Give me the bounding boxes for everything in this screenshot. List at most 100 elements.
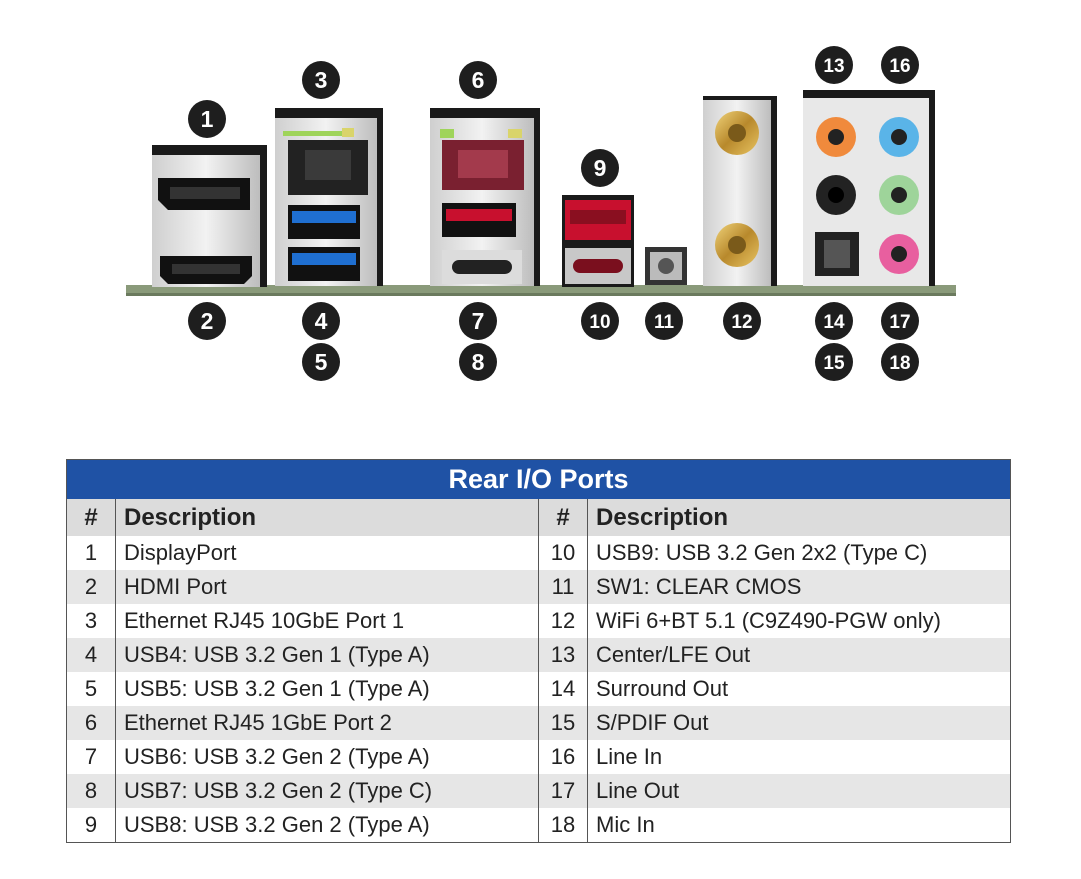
rj45-1gbe-usb-stack: [430, 108, 540, 286]
svg-text:14: 14: [823, 312, 845, 333]
row-description: USB4: USB 3.2 Gen 1 (Type A): [115, 638, 539, 672]
row-number: 8: [66, 774, 116, 808]
callout-13: 13: [815, 46, 853, 84]
callout-5: 5: [302, 343, 340, 381]
usb-c-icon: [442, 250, 522, 284]
callout-12: 12: [723, 302, 761, 340]
row-number: 2: [66, 570, 116, 604]
row-number: 4: [66, 638, 116, 672]
audio-jack-icon: [879, 234, 919, 274]
row-description: HDMI Port: [115, 570, 539, 604]
column-header-description: Description: [587, 499, 1011, 536]
callout-8: 8: [459, 343, 497, 381]
svg-text:17: 17: [889, 312, 910, 333]
callout-10: 10: [581, 302, 619, 340]
callout-16: 16: [881, 46, 919, 84]
rear-io-ports-table: Rear I/O Ports # Description # Descripti…: [66, 459, 1011, 843]
svg-text:2: 2: [201, 308, 214, 334]
row-number: 17: [538, 774, 588, 808]
callout-6: 6: [459, 61, 497, 99]
audio-jack-icon: [816, 175, 856, 215]
callout-3: 3: [302, 61, 340, 99]
row-description: USB7: USB 3.2 Gen 2 (Type C): [115, 774, 539, 808]
callout-7: 7: [459, 302, 497, 340]
column-header-number: #: [66, 499, 116, 536]
row-description: DisplayPort: [115, 536, 539, 570]
row-description: Line Out: [587, 774, 1011, 808]
displayport-hdmi-housing: [152, 145, 267, 287]
row-description: USB6: USB 3.2 Gen 2 (Type A): [115, 740, 539, 774]
row-description: Mic In: [596, 812, 655, 837]
callout-14: 14: [815, 302, 853, 340]
svg-text:13: 13: [823, 56, 844, 77]
row-number: 6: [66, 706, 116, 740]
row-number: 16: [538, 740, 588, 774]
svg-text:10: 10: [589, 312, 610, 333]
usb-a-icon: [565, 200, 631, 240]
column-header-description: Description: [115, 499, 539, 536]
rear-io-diagram: 1 2 3 4 5 6 7 8 9 10 11 12 13 14 15 16 1…: [126, 46, 956, 381]
row-description: Surround Out: [596, 676, 729, 701]
spdif-icon: [815, 232, 859, 276]
callout-2: 2: [188, 302, 226, 340]
row-description: Ethernet RJ45 1GbE Port 2: [115, 706, 539, 740]
row-number: 3: [66, 604, 116, 638]
row-number: 7: [66, 740, 116, 774]
row-number: 1: [66, 536, 116, 570]
row-description: USB9: USB 3.2 Gen 2x2 (Type C): [596, 540, 928, 565]
row-number: 11: [538, 570, 588, 604]
svg-text:4: 4: [315, 308, 328, 334]
clear-cmos-button-icon: [645, 247, 687, 285]
hdmi-icon: [160, 256, 252, 284]
row-description: Center/LFE Out: [587, 638, 1011, 672]
callout-1: 1: [188, 100, 226, 138]
callout-11: 11: [645, 302, 683, 340]
svg-text:12: 12: [731, 312, 752, 333]
row-description: Line In: [596, 744, 663, 769]
row-description: USB5: USB 3.2 Gen 1 (Type A): [115, 672, 539, 706]
displayport-icon: [158, 178, 250, 210]
audio-jack-icon: [816, 117, 856, 157]
svg-text:11: 11: [654, 312, 675, 333]
svg-text:7: 7: [472, 308, 485, 334]
row-number: 13: [538, 638, 588, 672]
row-description: Ethernet RJ45 10GbE Port 1: [115, 604, 539, 638]
usb8-usb9-stack: [562, 195, 634, 287]
callout-9: 9: [581, 149, 619, 187]
callout-15: 15: [815, 343, 853, 381]
callout-18: 18: [881, 343, 919, 381]
svg-text:5: 5: [315, 349, 328, 375]
rj45-10gbe-usb-stack: [275, 108, 383, 286]
audio-jack-icon: [879, 117, 919, 157]
rj45-icon: [283, 128, 368, 195]
usb-c-icon: [565, 248, 631, 284]
row-number: 12: [538, 604, 588, 638]
row-description: S/PDIF Out: [587, 706, 1011, 740]
svg-text:18: 18: [889, 353, 910, 374]
usb-a-icon: [442, 203, 516, 237]
svg-text:6: 6: [472, 67, 485, 93]
row-description: WiFi 6+BT 5.1 (C9Z490-PGW only): [596, 608, 941, 633]
rj45-icon: [440, 129, 524, 190]
svg-text:16: 16: [889, 56, 910, 77]
row-number: 9: [66, 808, 116, 843]
row-number: 14: [538, 672, 588, 706]
callout-4: 4: [302, 302, 340, 340]
svg-text:8: 8: [472, 349, 485, 375]
audio-jack-icon: [879, 175, 919, 215]
svg-text:3: 3: [315, 67, 328, 93]
column-header-number: #: [538, 499, 588, 536]
row-description: USB8: USB 3.2 Gen 2 (Type A): [115, 808, 539, 843]
row-number: 5: [66, 672, 116, 706]
row-number: 18: [538, 808, 588, 843]
wifi-antenna-icon: [703, 96, 777, 286]
svg-text:1: 1: [201, 106, 214, 132]
